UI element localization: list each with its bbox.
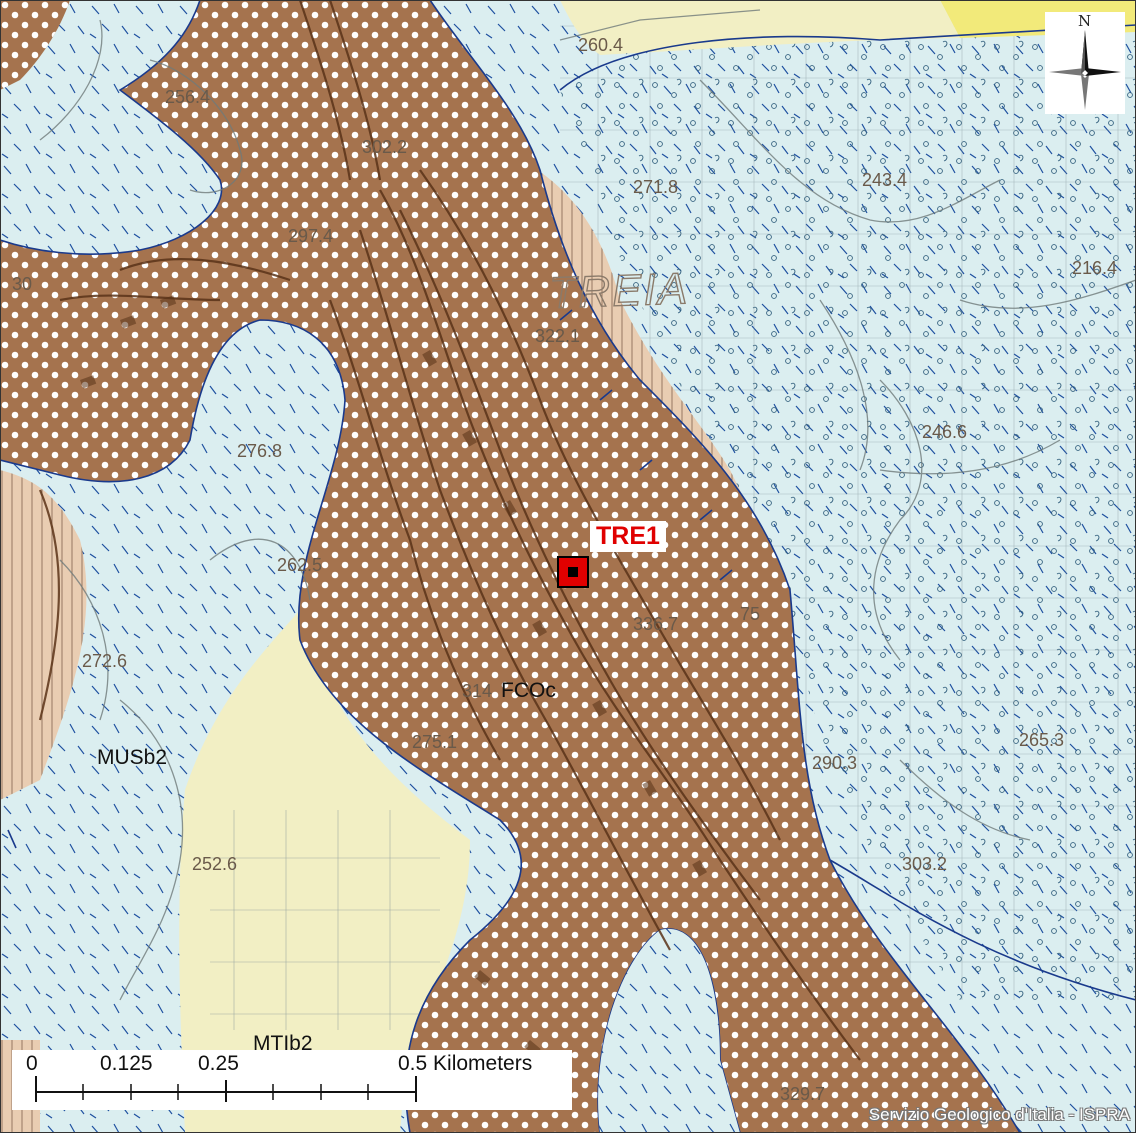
- town-name-label: TREIA: [549, 264, 690, 318]
- elevation-label: 271.8: [633, 177, 678, 197]
- elevation-label: 262.5: [277, 555, 322, 575]
- elevation-label: 302.2: [362, 137, 407, 157]
- elevation-label: 272.6: [82, 651, 127, 671]
- scale-bar: 0 0.125 0.25 0.5 Kilometers: [12, 1050, 572, 1110]
- map-credit: Servizio Geologico d'Italia - ISPRA: [869, 1105, 1130, 1125]
- elevation-label: 329.7: [780, 1084, 825, 1104]
- dip-value-label: 75: [740, 604, 760, 624]
- elevation-label: 260.4: [578, 35, 623, 55]
- elevation-label: 322.1: [535, 326, 580, 346]
- unit-label-fcoc: FCOc: [501, 679, 556, 702]
- elevation-label: 336.7: [633, 614, 678, 634]
- elevation-label: 216.4: [1072, 258, 1117, 278]
- edge-mark-label: 30: [12, 274, 32, 294]
- unit-label-musb2: MUSb2: [97, 746, 167, 769]
- elevation-label: 243.4: [862, 170, 907, 190]
- elevation-label: 314: [462, 681, 492, 701]
- elevation-label: 256.4: [165, 87, 210, 107]
- site-label: TRE1: [590, 521, 666, 552]
- north-arrow: N: [1045, 12, 1125, 114]
- scale-ticks: [12, 1050, 572, 1110]
- north-letter: N: [1078, 12, 1091, 30]
- site-marker-icon: [558, 557, 588, 587]
- elevation-label: 290.3: [812, 753, 857, 773]
- elevation-label: 246.6: [922, 422, 967, 442]
- elevation-label: 276.8: [237, 441, 282, 461]
- elevation-label: 265.3: [1019, 730, 1064, 750]
- elevation-label: 275.1: [412, 732, 457, 752]
- elevation-label: 252.6: [192, 854, 237, 874]
- elevation-label: 297.4: [288, 226, 333, 246]
- elevation-label: 303.2: [902, 854, 947, 874]
